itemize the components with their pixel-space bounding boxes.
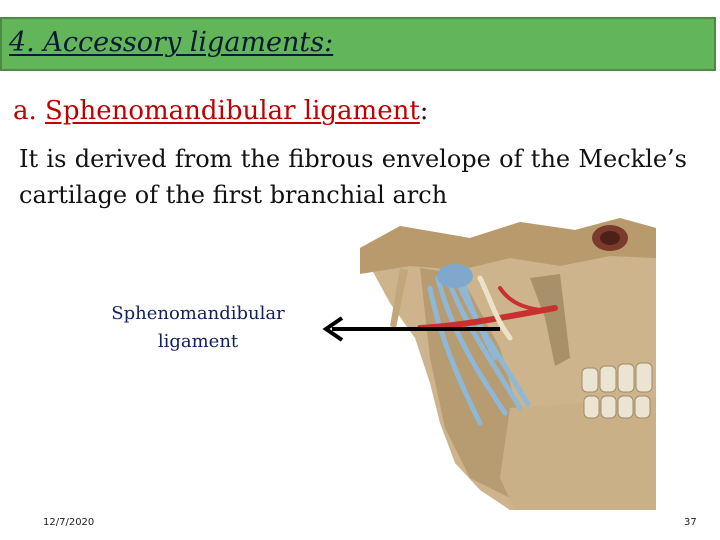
teeth	[581, 362, 653, 419]
figure-label: Sphenomandibular ligament	[88, 300, 308, 356]
title-bar: 4. Accessory ligaments:	[0, 17, 716, 71]
footer-date: 12/7/2020	[43, 517, 95, 528]
figure-label-line-2: ligament	[157, 331, 239, 352]
skull-mandible-illustration-icon	[360, 218, 656, 510]
subheading-prefix: a.	[13, 96, 46, 126]
pterygoid-plate	[530, 274, 570, 366]
pointer-arrow-icon	[322, 316, 500, 342]
subheading-colon: :	[419, 96, 429, 126]
subheading: a. Sphenomandibular ligament:	[13, 96, 429, 126]
cranial-ridge	[360, 218, 656, 274]
ligament-origin	[437, 264, 473, 288]
nerve	[477, 275, 513, 341]
cavity-inner	[600, 231, 620, 245]
figure-label-line-1: Sphenomandibular	[111, 303, 285, 324]
artery-branch	[498, 286, 542, 312]
subheading-ligament-name: Sphenomandibular ligament	[45, 96, 420, 126]
slide-title: 4. Accessory ligaments:	[9, 27, 334, 58]
footer-page-number: 37	[684, 517, 697, 528]
anatomy-figure	[360, 208, 656, 510]
body-paragraph: It is derived from the fibrous envelope …	[19, 145, 687, 209]
styloid-process	[390, 268, 408, 328]
mandible-body	[500, 398, 656, 510]
